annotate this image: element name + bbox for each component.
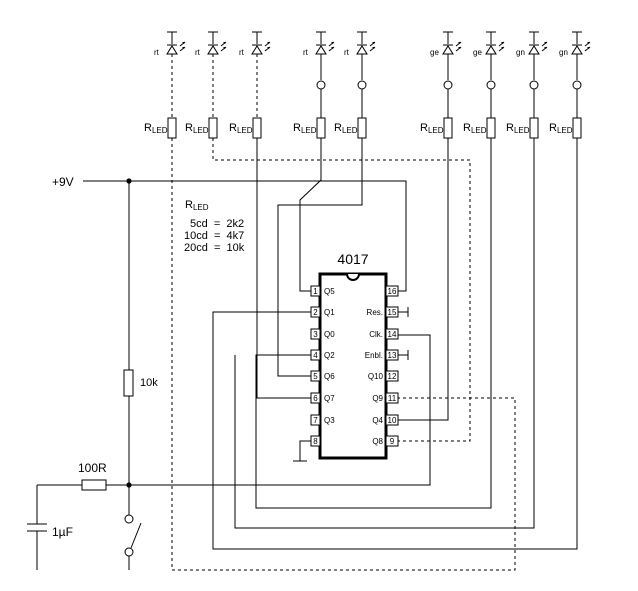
svg-text:Q5: Q5: [324, 287, 335, 296]
rled-resistor-8: RLED: [506, 117, 539, 139]
pin-4: 4 Q2: [310, 349, 335, 361]
pin-14: 14 Clk.: [369, 328, 399, 340]
ic-pins: 1 Q5 2 Q1 3 Q0 4 Q2 5 Q6 6 Q7 7 Q3 8 16 15 Res. 14 Clk. 13 En…: [310, 285, 399, 447]
rled-label: RLED: [420, 122, 444, 135]
pullup-resistor-label: 10k: [140, 377, 158, 389]
svg-text:4: 4: [313, 351, 318, 360]
pin-3: 3 Q0: [310, 328, 335, 340]
series-resistor-label: 100R: [78, 461, 107, 475]
svg-text:7: 7: [313, 416, 318, 425]
led-6: ge: [430, 31, 462, 118]
led-color-label: rt: [344, 48, 350, 57]
led-resistor-group: RLED RLED RLED RLED RLED RLED RLED RLED RLED: [144, 117, 582, 139]
capacitor-label: 1µF: [52, 525, 73, 539]
led-color-label: rt: [154, 48, 160, 57]
svg-text:6: 6: [313, 394, 318, 403]
svg-text:1: 1: [313, 287, 318, 296]
rled-label: RLED: [185, 122, 209, 135]
svg-text:3: 3: [313, 330, 318, 339]
supply-label: +9V: [52, 175, 74, 189]
svg-text:13: 13: [388, 351, 397, 360]
ic-4017-body: [318, 272, 388, 460]
svg-text:Q0: Q0: [324, 330, 335, 339]
table-heading-sub: LED: [193, 203, 209, 212]
svg-text:Q6: Q6: [324, 372, 335, 381]
led-7: ge: [473, 31, 505, 118]
svg-text:16: 16: [388, 287, 397, 296]
rled-resistor-6: RLED: [420, 117, 453, 139]
rled-label: RLED: [334, 122, 358, 135]
svg-text:8: 8: [313, 437, 318, 446]
rled-label: RLED: [144, 122, 168, 135]
led-8: gn: [516, 31, 548, 118]
rled-resistor-3: RLED: [229, 117, 262, 139]
pin-12: 12 Q10: [368, 370, 399, 382]
svg-text:Q9: Q9: [372, 394, 383, 403]
table-row-20cd: 20cd = 10k: [184, 242, 245, 254]
led-5: rt: [344, 31, 376, 118]
pin-7: 7 Q3: [310, 414, 335, 426]
svg-text:9: 9: [390, 437, 395, 446]
rled-label: RLED: [506, 122, 530, 135]
svg-text:11: 11: [388, 394, 397, 403]
svg-text:Q10: Q10: [368, 372, 384, 381]
rled-label: RLED: [229, 122, 253, 135]
svg-text:Q2: Q2: [324, 351, 335, 360]
svg-text:Res.: Res.: [367, 308, 383, 317]
led-color-label: gn: [559, 48, 568, 57]
rled-resistor-1: RLED: [144, 117, 177, 139]
svg-text:Q1: Q1: [324, 308, 335, 317]
pin-10: 10 Q4: [372, 414, 399, 426]
svg-text:RLED: RLED: [185, 199, 209, 212]
rled-value-table: RLED 5cd = 2k2 10cd = 4k7 20cd = 10k: [184, 199, 245, 254]
svg-text:10: 10: [388, 416, 397, 425]
pin-6: 6 Q7: [310, 392, 335, 404]
svg-text:Clk.: Clk.: [369, 330, 383, 339]
rled-resistor-5: RLED: [334, 117, 367, 139]
led-color-label: gn: [516, 48, 525, 57]
pin-1: 1 Q5: [310, 285, 335, 297]
led-4: rt: [303, 31, 335, 118]
pin-8: 8: [310, 435, 321, 447]
pin-16: 16: [385, 285, 399, 297]
rled-resistor-7: RLED: [463, 117, 496, 139]
led-color-label: rt: [239, 48, 245, 57]
svg-text:14: 14: [388, 330, 397, 339]
pin-13: 13 Enbl.: [365, 349, 399, 361]
svg-text:Q4: Q4: [372, 416, 383, 425]
rled-label: RLED: [293, 122, 317, 135]
svg-text:2: 2: [313, 308, 318, 317]
led-color-label: ge: [473, 48, 482, 57]
pin-15: 15 Res.: [367, 306, 399, 318]
svg-text:5: 5: [313, 372, 318, 381]
led-color-label: rt: [303, 48, 309, 57]
pin-11: 11 Q9: [372, 392, 399, 404]
table-row-10cd: 10cd = 4k7: [184, 230, 244, 242]
svg-text:Q3: Q3: [324, 416, 335, 425]
table-heading: R: [185, 199, 193, 211]
led-color-label: rt: [195, 48, 201, 57]
led-1: rt: [154, 31, 186, 118]
rled-resistor-2: RLED: [185, 117, 218, 139]
rled-resistor-4: RLED: [293, 117, 326, 139]
svg-text:Q7: Q7: [324, 394, 335, 403]
led-9: gn: [559, 31, 591, 118]
table-row-5cd: 5cd = 2k2: [190, 218, 244, 230]
pin-9: 9 Q8: [372, 435, 399, 447]
chip-name: 4017: [337, 251, 368, 267]
led-2: rt: [195, 31, 227, 118]
svg-text:Q8: Q8: [372, 437, 383, 446]
led-group: rt rt rt rt rt ge ge gn gn: [154, 31, 591, 118]
rled-resistor-9: RLED: [549, 117, 582, 139]
rled-label: RLED: [549, 122, 573, 135]
svg-text:Enbl.: Enbl.: [365, 351, 383, 360]
pin-5: 5 Q6: [310, 370, 335, 382]
led-color-label: ge: [430, 48, 439, 57]
svg-text:15: 15: [388, 308, 397, 317]
led-3: rt: [239, 31, 271, 118]
rled-label: RLED: [463, 122, 487, 135]
pin-2: 2 Q1: [310, 306, 335, 318]
svg-text:12: 12: [388, 372, 397, 381]
